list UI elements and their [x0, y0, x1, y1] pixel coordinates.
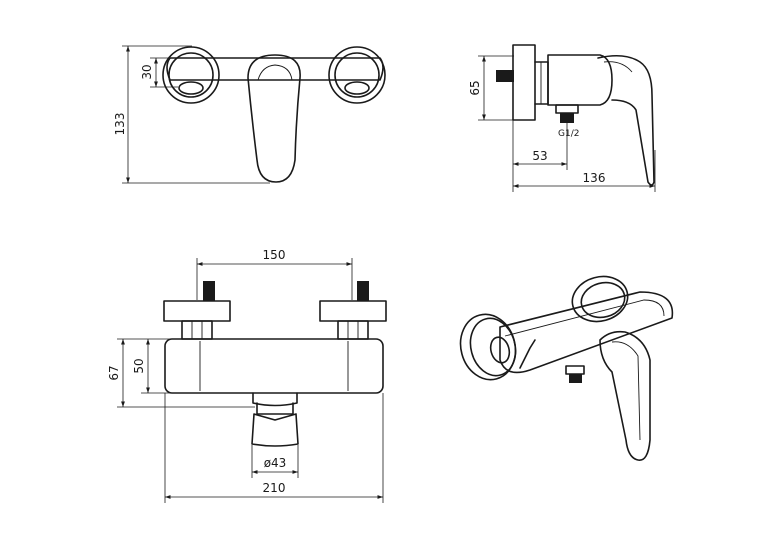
inlet-thread — [496, 70, 514, 82]
side-view: G1/2 65 53 136 — [468, 44, 656, 192]
outlet-thread — [560, 113, 574, 123]
iso-right-flange — [571, 275, 629, 323]
isometric-view — [459, 275, 674, 461]
dim-50-label: 50 — [132, 358, 146, 373]
dim-67: 67 — [107, 338, 255, 408]
dim-210-label: 210 — [263, 481, 286, 495]
dim-53: 53 — [512, 120, 568, 192]
right-eccentric-disc — [328, 46, 386, 104]
side-body — [547, 54, 613, 106]
right-inlet-thread — [357, 281, 369, 301]
dim-30: 30 — [140, 57, 178, 88]
dim-210: 210 — [164, 393, 384, 503]
iso-body — [499, 291, 674, 374]
dim-53-label: 53 — [532, 149, 547, 163]
dim-136-label: 136 — [583, 171, 606, 185]
dim-133: 133 — [113, 45, 270, 184]
dim-65-label: 65 — [468, 80, 482, 95]
top-view: 133 30 — [113, 45, 386, 184]
body-bar — [166, 57, 384, 81]
dim-30-label: 30 — [140, 64, 154, 79]
dim-50: 50 — [132, 339, 170, 394]
iso-left-flange — [459, 313, 517, 381]
left-inlet-thread — [203, 281, 215, 301]
dim-43-label: ø43 — [264, 456, 287, 470]
front-body — [164, 338, 384, 394]
iso-lever — [599, 330, 651, 461]
dim-150: 150 — [196, 248, 353, 300]
wall-flange — [512, 44, 536, 121]
side-lever — [597, 54, 655, 186]
dim-67-label: 67 — [107, 365, 121, 380]
dim-65: 65 — [468, 55, 514, 121]
dim-43: ø43 — [251, 445, 299, 478]
lever-handle — [247, 54, 301, 183]
thread-label: G1/2 — [558, 129, 579, 139]
front-view: 150 67 50 ø43 210 — [107, 248, 387, 503]
dim-150-label: 150 — [263, 248, 286, 262]
outlet-spout — [252, 392, 298, 407]
dim-133-label: 133 — [113, 113, 127, 136]
dim-136: 136 — [513, 150, 656, 192]
iso-outlet-thread — [565, 365, 585, 375]
left-eccentric-disc — [162, 46, 220, 104]
